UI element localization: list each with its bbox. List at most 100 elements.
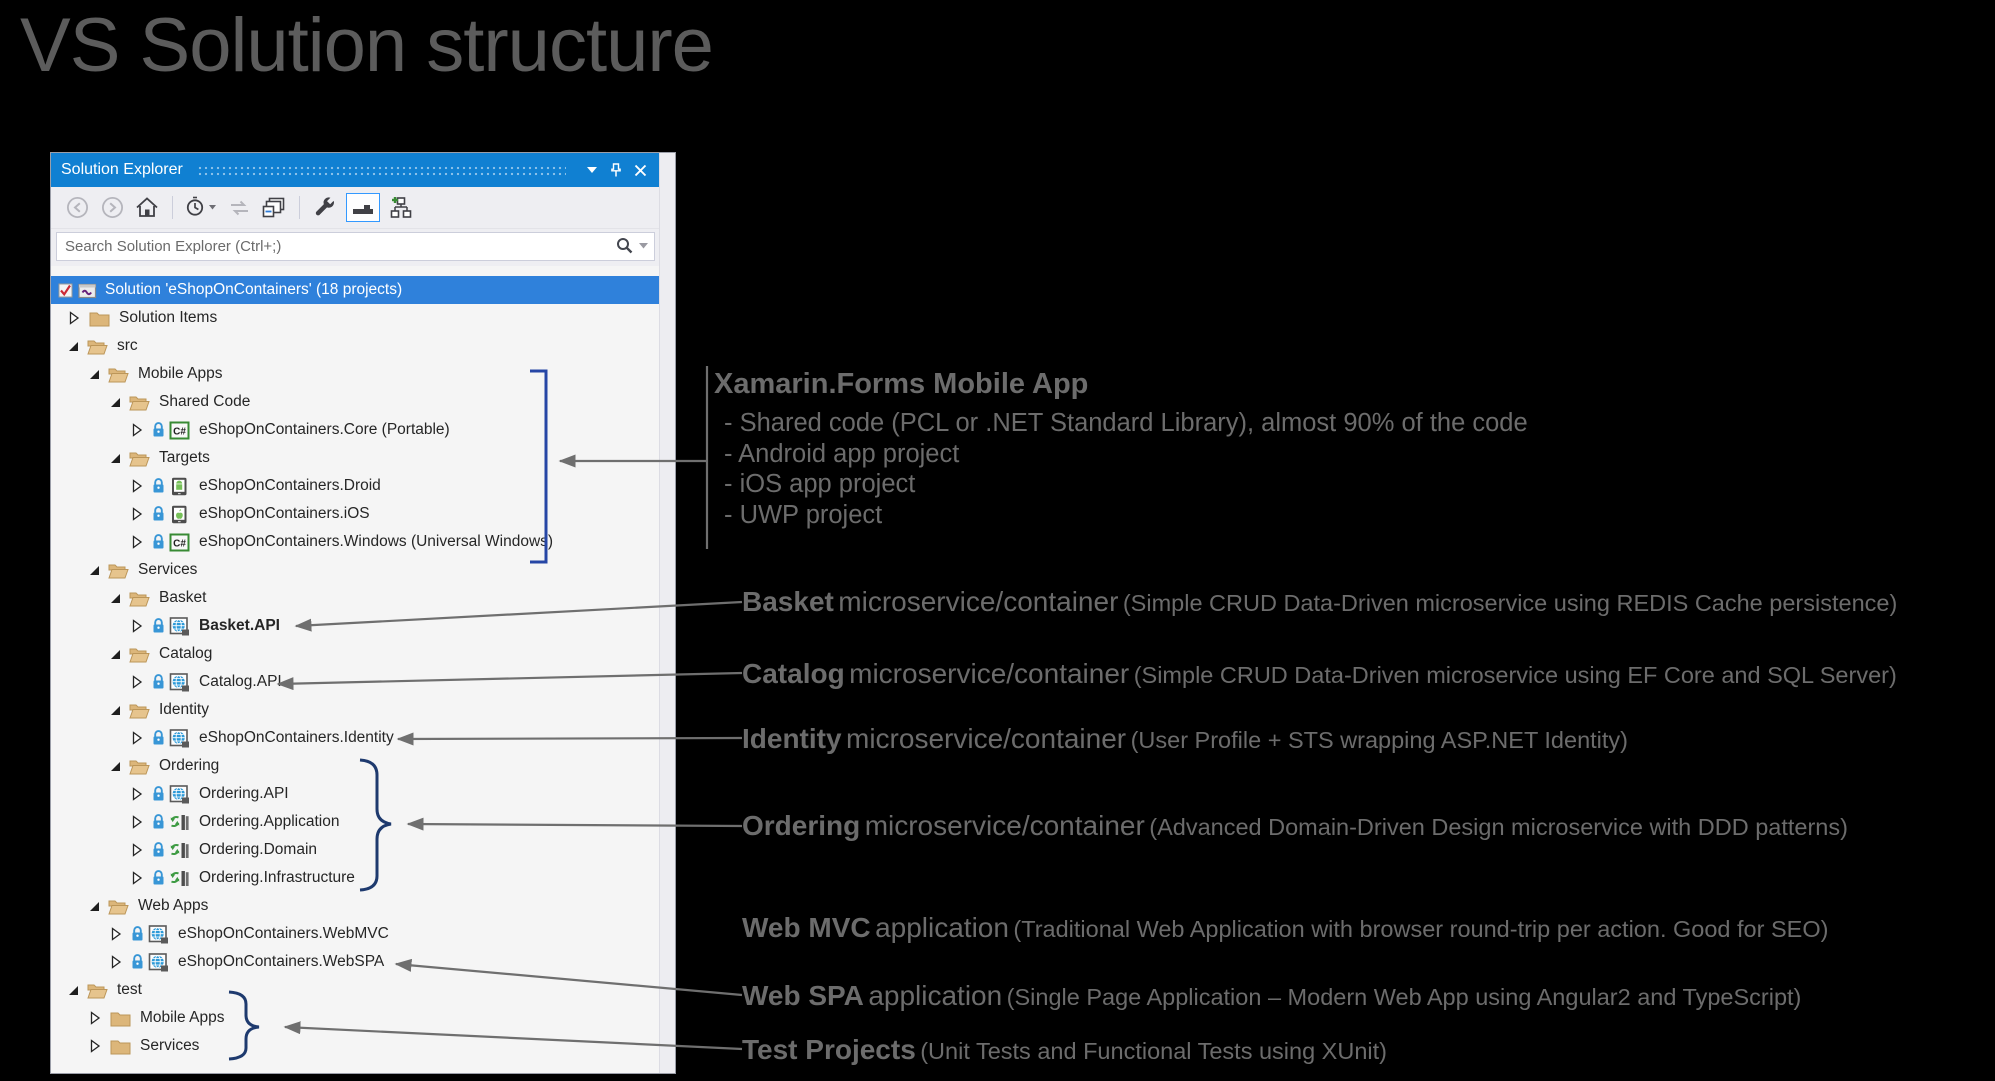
tree-item-label: Targets bbox=[159, 449, 210, 466]
pending-changes-filter-icon[interactable] bbox=[184, 194, 218, 222]
tree-item-label: Ordering.API bbox=[199, 785, 289, 802]
collapsed-arrow-icon[interactable] bbox=[132, 731, 143, 745]
tree-item[interactable]: Targets bbox=[51, 444, 660, 472]
collapsed-arrow-icon[interactable] bbox=[132, 787, 143, 801]
expanded-arrow-icon[interactable] bbox=[90, 369, 99, 379]
collapsed-arrow-icon[interactable] bbox=[132, 675, 143, 689]
preview-selected-items-icon[interactable] bbox=[346, 193, 380, 222]
show-all-files-icon[interactable] bbox=[387, 194, 415, 222]
tree-item[interactable]: eShopOnContainers.Droid bbox=[51, 472, 660, 500]
tree-item[interactable]: eShopOnContainers.WebMVC bbox=[51, 920, 660, 948]
expanded-arrow-icon[interactable] bbox=[111, 397, 120, 407]
tree-item[interactable]: Basket.API bbox=[51, 612, 660, 640]
tree-item[interactable]: Basket bbox=[51, 584, 660, 612]
tree-item[interactable]: Ordering.API bbox=[51, 780, 660, 808]
sync-icon[interactable] bbox=[225, 194, 253, 222]
tree-item[interactable]: C#eShopOnContainers.Windows (Universal W… bbox=[51, 528, 660, 556]
collapsed-arrow-icon[interactable] bbox=[132, 507, 143, 521]
close-icon[interactable] bbox=[628, 158, 652, 182]
expanded-arrow-icon[interactable] bbox=[90, 901, 99, 911]
annotation-bullet: - Android app project bbox=[724, 439, 960, 468]
tree-item[interactable]: C#eShopOnContainers.Core (Portable) bbox=[51, 416, 660, 444]
expanded-arrow-icon[interactable] bbox=[111, 593, 120, 603]
collapsed-arrow-icon[interactable] bbox=[132, 815, 143, 829]
annotation-paren: (User Profile + STS wrapping ASP.NET Ide… bbox=[1130, 727, 1628, 753]
tree-item-label: Web Apps bbox=[138, 897, 209, 914]
globe-icon bbox=[169, 784, 190, 804]
collapsed-arrow-icon[interactable] bbox=[132, 843, 143, 857]
tree-item[interactable]: Identity bbox=[51, 696, 660, 724]
collapsed-arrow-icon[interactable] bbox=[90, 1039, 101, 1053]
annotation-mid: microservice/container bbox=[846, 723, 1127, 754]
lock-icon bbox=[152, 730, 165, 746]
tree-item[interactable]: Services bbox=[51, 1032, 660, 1060]
collapsed-arrow-icon[interactable] bbox=[132, 535, 143, 549]
tree-item[interactable]: test bbox=[51, 976, 660, 1004]
solution-checkbox-icon[interactable] bbox=[58, 283, 73, 298]
search-options-caret-icon[interactable] bbox=[639, 242, 648, 249]
forward-icon[interactable] bbox=[98, 194, 126, 222]
tree-item[interactable]: Ordering.Domain bbox=[51, 836, 660, 864]
collapsed-arrow-icon[interactable] bbox=[132, 423, 143, 437]
collapsed-arrow-icon[interactable] bbox=[111, 955, 122, 969]
svg-text:C#: C# bbox=[173, 538, 186, 549]
expanded-arrow-icon[interactable] bbox=[111, 649, 120, 659]
expanded-arrow-icon[interactable] bbox=[69, 985, 78, 995]
svg-text:C#: C# bbox=[173, 426, 186, 437]
annotation-bullets: - Shared code (PCL or .NET Standard Libr… bbox=[714, 408, 1528, 530]
collapsed-arrow-icon[interactable] bbox=[132, 871, 143, 885]
lock-icon bbox=[152, 478, 165, 494]
tree-item[interactable]: Ordering.Infrastructure bbox=[51, 864, 660, 892]
tree-item[interactable]: eShopOnContainers.iOS bbox=[51, 500, 660, 528]
expanded-arrow-icon[interactable] bbox=[111, 705, 120, 715]
collapsed-arrow-icon[interactable] bbox=[90, 1011, 101, 1025]
tree-item[interactable]: Solution 'eShopOnContainers' (18 project… bbox=[51, 276, 660, 304]
panel-toolbar bbox=[51, 187, 660, 229]
tree-item-label: eShopOnContainers.WebMVC bbox=[178, 925, 389, 942]
tree-item[interactable]: Catalog bbox=[51, 640, 660, 668]
page-title: VS Solution structure bbox=[20, 3, 714, 88]
tree-item[interactable]: Mobile Apps bbox=[51, 360, 660, 388]
tree-item-label: eShopOnContainers.iOS bbox=[199, 505, 370, 522]
tree-item[interactable]: Web Apps bbox=[51, 892, 660, 920]
tree-item[interactable]: Services bbox=[51, 556, 660, 584]
tree-item[interactable]: eShopOnContainers.Identity bbox=[51, 724, 660, 752]
tree-item[interactable]: src bbox=[51, 332, 660, 360]
search-icon[interactable] bbox=[616, 237, 633, 254]
home-icon[interactable] bbox=[133, 194, 161, 222]
tree-item[interactable]: Shared Code bbox=[51, 388, 660, 416]
tree-item-label: Basket.API bbox=[199, 617, 280, 634]
expanded-arrow-icon[interactable] bbox=[69, 341, 78, 351]
back-icon[interactable] bbox=[63, 194, 91, 222]
globe-icon bbox=[148, 952, 169, 972]
tree-item-label: Shared Code bbox=[159, 393, 251, 410]
collapsed-arrow-icon[interactable] bbox=[111, 927, 122, 941]
tree-item[interactable]: Ordering.Application bbox=[51, 808, 660, 836]
scrollbar-track[interactable] bbox=[659, 153, 675, 1073]
tree-item[interactable]: eShopOnContainers.WebSPA bbox=[51, 948, 660, 976]
lock-icon bbox=[152, 842, 165, 858]
annotation-mid: application bbox=[868, 980, 1003, 1011]
search-input[interactable] bbox=[56, 232, 655, 261]
annotation-bullet: - iOS app project bbox=[724, 470, 916, 498]
collapsed-arrow-icon[interactable] bbox=[132, 479, 143, 493]
properties-wrench-icon[interactable] bbox=[311, 194, 339, 222]
expanded-arrow-icon[interactable] bbox=[111, 761, 120, 771]
window-position-dropdown-icon[interactable] bbox=[580, 158, 604, 182]
collapse-all-icon[interactable] bbox=[260, 194, 288, 222]
expanded-arrow-icon[interactable] bbox=[111, 453, 120, 463]
collapsed-arrow-icon[interactable] bbox=[69, 311, 80, 325]
tree-item[interactable]: Catalog.API bbox=[51, 668, 660, 696]
annotation-bold: Web MVC bbox=[742, 912, 871, 943]
pin-icon[interactable] bbox=[604, 158, 628, 182]
tree-item[interactable]: Ordering bbox=[51, 752, 660, 780]
panel-titlebar[interactable]: Solution Explorer bbox=[51, 153, 660, 187]
tree-item[interactable]: Mobile Apps bbox=[51, 1004, 660, 1032]
tree-item[interactable]: Solution Items bbox=[51, 304, 660, 332]
lock-icon bbox=[152, 870, 165, 886]
folder-open-icon bbox=[129, 645, 150, 663]
expanded-arrow-icon[interactable] bbox=[90, 565, 99, 575]
collapsed-arrow-icon[interactable] bbox=[132, 619, 143, 633]
tree-item-label: Catalog.API bbox=[199, 673, 282, 690]
